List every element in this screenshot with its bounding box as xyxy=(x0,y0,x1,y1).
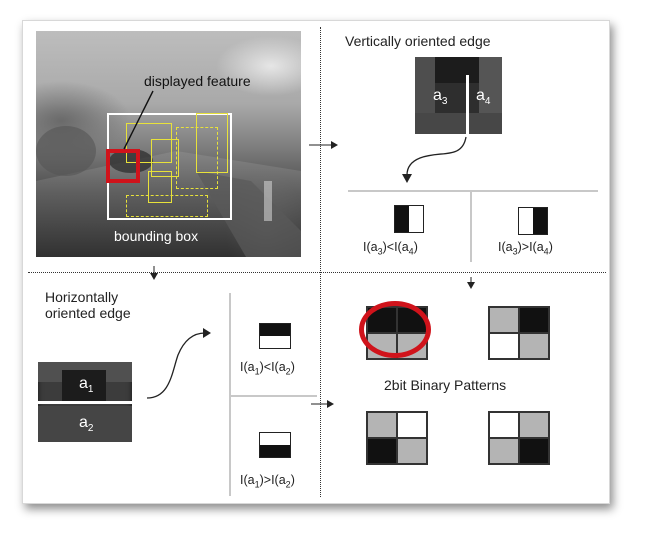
vertical-edge-title: Vertically oriented edge xyxy=(345,33,491,49)
patch-label-a1: a1 xyxy=(79,375,94,396)
highlight-ring xyxy=(359,301,431,358)
feature-pointer xyxy=(123,90,154,150)
displayed-feature-label: displayed feature xyxy=(144,73,251,89)
binary-pattern-4 xyxy=(488,411,550,465)
displayed-feature-box xyxy=(106,149,140,183)
divider-vertical xyxy=(320,27,321,497)
formula-a1-less-a2: I(a1)<I(a2) xyxy=(240,360,295,377)
feature-rect xyxy=(176,127,218,189)
feature-rect xyxy=(196,113,228,173)
patch-label-a3: a3 xyxy=(433,87,448,108)
feature-rect xyxy=(148,171,172,203)
vertical-edge-patch: a3 a4 xyxy=(415,57,502,134)
table-line-left-vert xyxy=(229,293,231,496)
horizontal-edge-patch: a1 a2 xyxy=(38,362,132,442)
patch-label-a2: a2 xyxy=(79,414,94,435)
binary-patterns-title: 2bit Binary Patterns xyxy=(384,377,507,393)
horizontal-edge-title-line2: oriented edge xyxy=(45,305,131,321)
binary-pattern-2 xyxy=(488,306,550,360)
table-line-top-right xyxy=(348,190,598,192)
mini-pattern-bottom-dark xyxy=(259,432,291,458)
mini-pattern-left-dark xyxy=(394,205,424,233)
table-line-left-mid xyxy=(231,395,317,397)
formula-a1-greater-a2: I(a1)>I(a2) xyxy=(240,473,295,490)
bounding-box-label: bounding box xyxy=(114,228,199,244)
table-line-top-right-mid xyxy=(470,192,472,262)
binary-pattern-3 xyxy=(366,411,428,465)
vertical-split-line xyxy=(466,75,469,134)
formula-a3-greater-a4: I(a3)>I(a4) xyxy=(498,240,553,257)
road-photo: displayed feature bounding box xyxy=(36,31,301,257)
formula-a3-less-a4: I(a3)<I(a4) xyxy=(363,240,418,257)
feature-rect xyxy=(151,139,179,177)
patch-label-a4: a4 xyxy=(476,87,491,108)
divider-horizontal xyxy=(28,272,606,273)
horizontal-edge-title-line1: Horizontally xyxy=(45,289,119,305)
feature-rect xyxy=(126,195,208,217)
mini-pattern-right-dark xyxy=(518,207,548,235)
photo-scene xyxy=(36,126,301,257)
mini-pattern-top-dark xyxy=(259,323,291,349)
horizontal-split-line xyxy=(38,401,132,404)
